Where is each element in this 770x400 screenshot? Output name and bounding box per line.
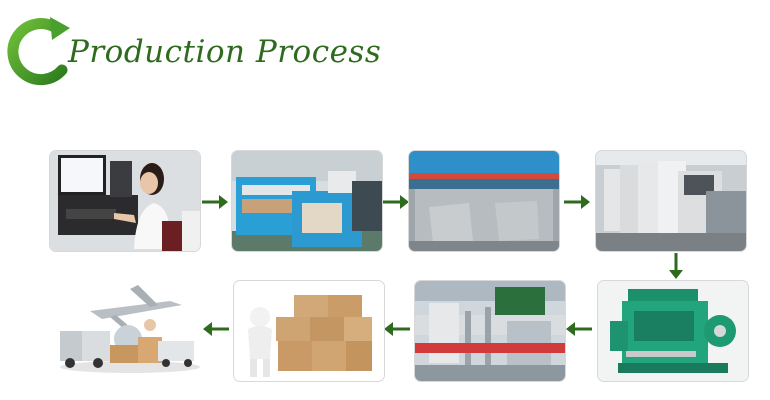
arrow-right-icon (382, 194, 410, 210)
step-shipping-photo (50, 275, 200, 375)
header: Production Process (0, 0, 770, 100)
arrow-right-icon (201, 194, 229, 210)
step-gluing-machine-photo (415, 281, 565, 381)
arrow-left-icon (383, 321, 411, 337)
arrow-left-icon (565, 321, 593, 337)
step-packing-photo (234, 281, 384, 381)
step-offset-printing-photo (596, 151, 746, 251)
logo-circular-arrow-icon (4, 14, 74, 88)
arrow-left-icon (202, 321, 230, 337)
arrow-down-icon (668, 252, 684, 280)
step-cutting-machine-photo (409, 151, 559, 251)
step-die-cutting-photo (598, 281, 748, 381)
page-title: Production Process (68, 34, 382, 70)
arrow-right-icon (563, 194, 591, 210)
step-design-photo (50, 151, 200, 251)
step-coating-machine-photo (232, 151, 382, 251)
